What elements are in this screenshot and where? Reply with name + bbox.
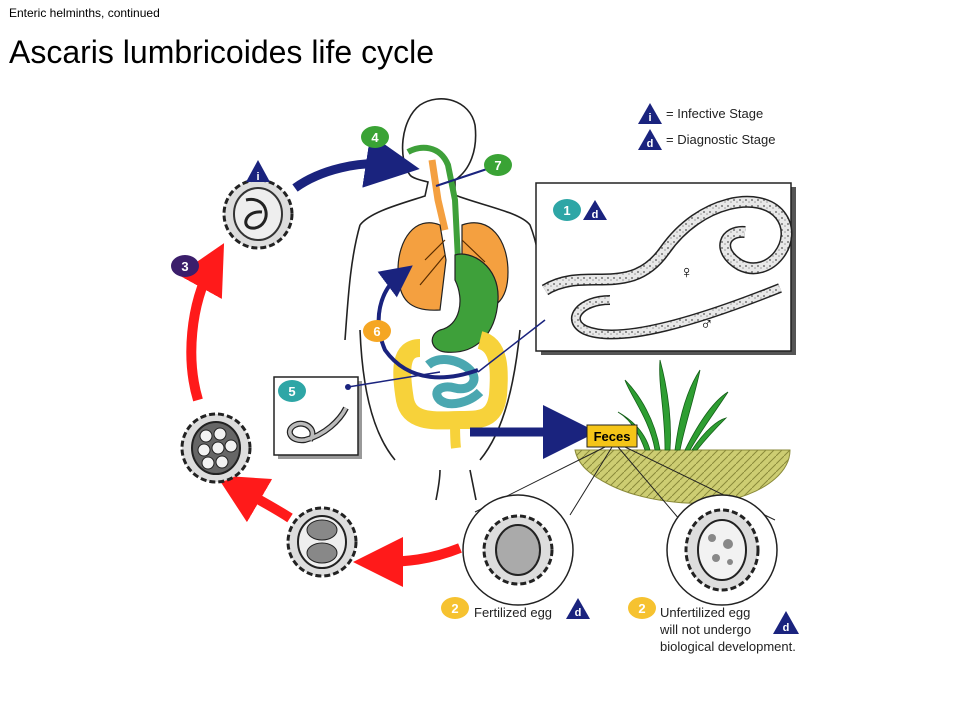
larva-pointer [347,371,441,388]
arrow-to-mouth [292,134,420,192]
diagnostic-stage-icon-unfertilized: d [773,611,799,634]
small-intestine [425,355,484,409]
egg-cleavage [286,506,358,578]
step-badge-2-unfertilized: 2 [628,597,656,619]
feces-to-eggs-lines [474,446,776,521]
step-badge-7: 7 [484,154,512,176]
legend-infective-icon [638,103,662,124]
svg-text:2: 2 [638,601,645,616]
slide-title: Ascaris lumbricoides life cycle [9,34,435,70]
step-badge-2-fertilized: 2 [441,597,469,619]
arrow-migration [376,265,479,380]
svg-text:1: 1 [563,203,570,218]
svg-text:i: i [648,112,651,124]
svg-text:5: 5 [288,384,295,399]
bronchi [419,239,491,289]
fertilized-egg-label: Fertilized egg [474,605,552,620]
svg-text:3: 3 [181,259,188,274]
trachea [428,159,449,231]
soil [574,449,791,504]
svg-text:7: 7 [494,158,501,173]
svg-text:2: 2 [451,601,458,616]
feces-label: Feces [594,429,631,444]
grass [617,359,729,451]
egg-embryonated [180,412,252,484]
legend-diagnostic-label: = Diagnostic Stage [666,132,775,147]
left-lung [397,222,447,311]
arrow-embryonated-to-infective [178,243,225,402]
svg-text:4: 4 [371,130,379,145]
unfertilized-egg-label-2: will not undergo [659,622,751,637]
step-7-pointer [435,167,491,187]
female-symbol: ♀ [680,262,694,282]
fertilized-egg [462,494,574,606]
rectum [450,419,461,449]
legend-infective-label: = Infective Stage [666,106,763,121]
diagnostic-stage-icon-fertilized: d [566,598,590,619]
svg-text:6: 6 [373,324,380,339]
male-symbol: ♂ [700,314,714,334]
unfertilized-egg [666,494,778,606]
legend-diagnostic-icon [638,129,662,150]
slide-kicker: Enteric helminths, continued [9,6,160,20]
step-badge-5: 5 [278,380,306,402]
human-body [344,98,549,501]
step-badge-3: 3 [171,255,199,277]
svg-text:d: d [592,209,599,221]
larva-pointer-dot [345,384,351,390]
step-badge-1: 1 [553,199,581,221]
svg-text:d: d [575,607,582,619]
svg-text:d: d [783,622,790,634]
adults-pointer [477,319,546,373]
arrow-cleavage-to-embryonated [216,475,293,523]
diagnostic-stage-icon-adults: d [583,200,607,221]
svg-text:i: i [256,171,259,183]
step-badge-4: 4 [361,126,389,148]
unfertilized-egg-label-3: biological development. [660,639,796,654]
arrow-fertilized-to-cleavage [353,536,462,587]
svg-text:d: d [647,138,654,150]
stomach [431,253,499,353]
infective-stage-icon: i [246,160,270,183]
legend: i = Infective Stage d = Diagnostic Stage [638,103,775,150]
egg-infective [222,178,294,250]
unfertilized-egg-label-1: Unfertilized egg [660,605,750,620]
step-badge-6: 6 [363,320,391,342]
